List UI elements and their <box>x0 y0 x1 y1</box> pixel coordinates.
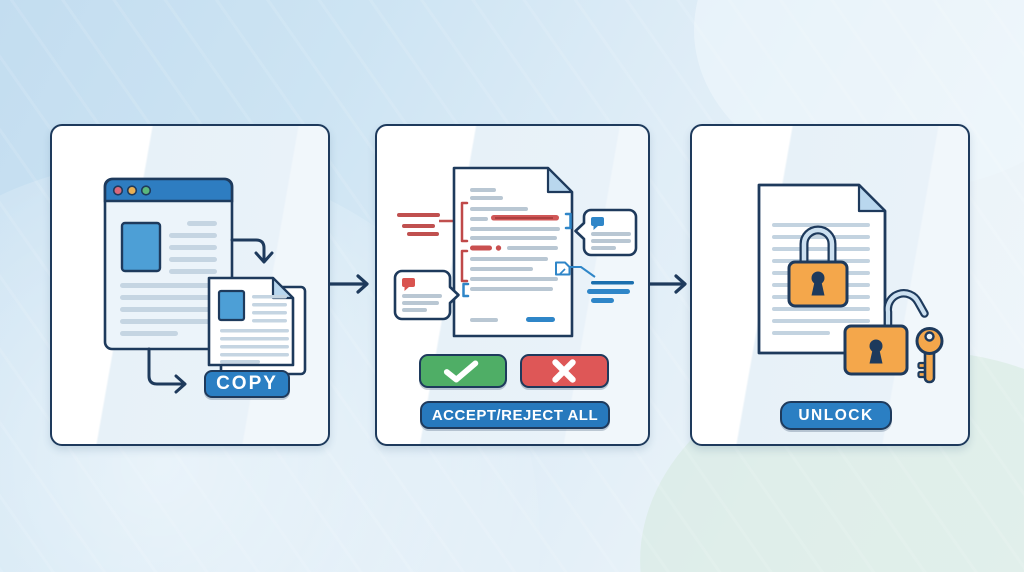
arrow-down-icon <box>230 238 274 264</box>
insert-flag-icon <box>555 261 571 276</box>
browser-dot-red-icon <box>112 185 124 196</box>
accept-reject-all-label: ACCEPT/REJECT ALL <box>431 406 599 424</box>
copy-illustration <box>103 177 307 394</box>
comment-icon-blue <box>591 217 604 230</box>
reject-button[interactable] <box>520 354 609 388</box>
document-copy-icon <box>207 276 307 376</box>
open-padlock-icon <box>843 289 929 376</box>
comment-icon-red <box>402 278 415 291</box>
deletion-marks-icon <box>397 213 462 236</box>
step-review-panel: ACCEPT/REJECT ALL <box>375 124 650 446</box>
step-unlock-panel: UNLOCK <box>690 124 970 446</box>
tracked-changes-document <box>452 166 574 338</box>
step-arrow-1 <box>328 274 369 294</box>
copy-button[interactable]: COPY <box>204 370 290 398</box>
unlock-illustration <box>757 183 944 384</box>
browser-image-placeholder <box>120 221 162 273</box>
browser-dot-yellow-icon <box>126 185 138 196</box>
accept-reject-all-button[interactable]: ACCEPT/REJECT ALL <box>420 401 610 429</box>
browser-window <box>103 177 234 351</box>
closed-padlock-icon <box>787 225 849 308</box>
key-icon <box>915 327 944 384</box>
comment-bubble-left <box>393 269 460 321</box>
step-arrow-2 <box>648 274 687 294</box>
reject-cross-icon <box>552 359 576 383</box>
arrow-right-icon <box>147 347 187 394</box>
inserted-text-line <box>526 317 555 322</box>
unlock-button[interactable]: UNLOCK <box>780 401 892 430</box>
insertion-marks-icon <box>570 266 634 303</box>
browser-text-lines <box>120 221 217 336</box>
unlock-button-label: UNLOCK <box>798 406 874 424</box>
document-text-lines <box>470 188 560 322</box>
comment-bubble-right <box>574 208 638 257</box>
browser-dot-green-icon <box>140 185 152 196</box>
review-illustration <box>393 166 638 338</box>
accept-checkmark-icon <box>443 360 479 383</box>
copy-button-label: COPY <box>216 373 278 394</box>
change-brackets-icon <box>460 201 572 298</box>
deleted-text-highlight <box>470 215 559 251</box>
accept-button[interactable] <box>419 354 507 388</box>
